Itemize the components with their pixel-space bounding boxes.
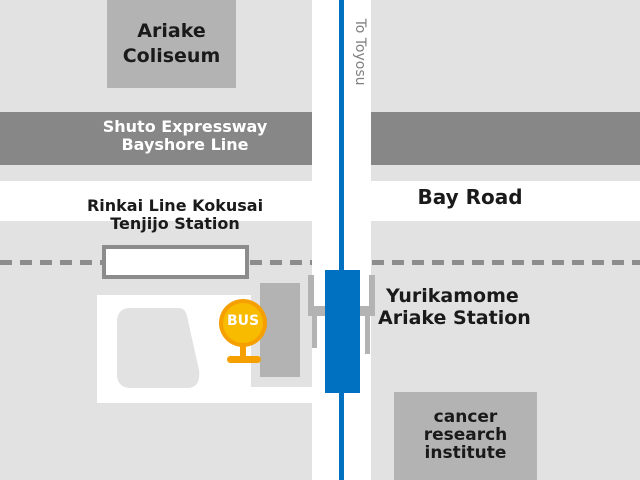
platform-connector-right-bar <box>358 306 375 316</box>
rinkai-label-line1: Rinkai Line Kokusai <box>86 196 264 215</box>
expressway-label-line2: Bayshore Line <box>121 135 249 155</box>
platform-connector-right-stem <box>365 316 370 354</box>
bay-road-label: Bay Road <box>417 185 523 209</box>
bus-terminal-building <box>260 283 300 377</box>
bus-stop-icon[interactable] <box>216 297 270 367</box>
platform-connector-left-stem <box>312 316 317 348</box>
yurikamome-label-line2: Ariake Station <box>378 306 531 329</box>
platform-connector-right <box>369 275 375 312</box>
platform-connector-left <box>308 275 314 312</box>
cancer-label-line3: institute <box>424 442 507 463</box>
expressway-label: Shuto Expressway Bayshore Line <box>60 117 310 155</box>
to-toyosu-label: To Toyosu <box>352 18 369 86</box>
coliseum-label-line2: Coliseum <box>122 45 221 67</box>
bus-stop-label: BUS <box>226 313 260 329</box>
rinkai-rail-line-mid <box>250 260 312 265</box>
plaza-shape <box>117 308 200 388</box>
cancer-label-line2: research <box>423 425 508 446</box>
cancer-label-line1: cancer <box>433 407 498 428</box>
rinkai-station-platform[interactable] <box>102 245 249 279</box>
rinkai-station-label: Rinkai Line Kokusai Tenjijo Station <box>60 196 290 234</box>
expressway-label-line1: Shuto Expressway <box>102 117 268 136</box>
yurikamome-station-label: Yurikamome Ariake Station <box>378 285 531 330</box>
yurikamome-line <box>339 0 344 480</box>
platform-connector-left-bar <box>308 306 326 316</box>
ariake-coliseum-building[interactable]: Ariake Coliseum <box>107 0 236 88</box>
cancer-research-institute-building[interactable]: cancer research institute <box>394 392 537 480</box>
rinkai-rail-line-right <box>372 260 640 265</box>
yurikamome-ariake-station[interactable] <box>325 270 360 393</box>
rinkai-rail-line-left <box>0 260 102 265</box>
coliseum-label-line1: Ariake <box>137 20 206 43</box>
rinkai-label-line2: Tenjijo Station <box>110 214 240 234</box>
yurikamome-label-line1: Yurikamome <box>386 285 519 307</box>
